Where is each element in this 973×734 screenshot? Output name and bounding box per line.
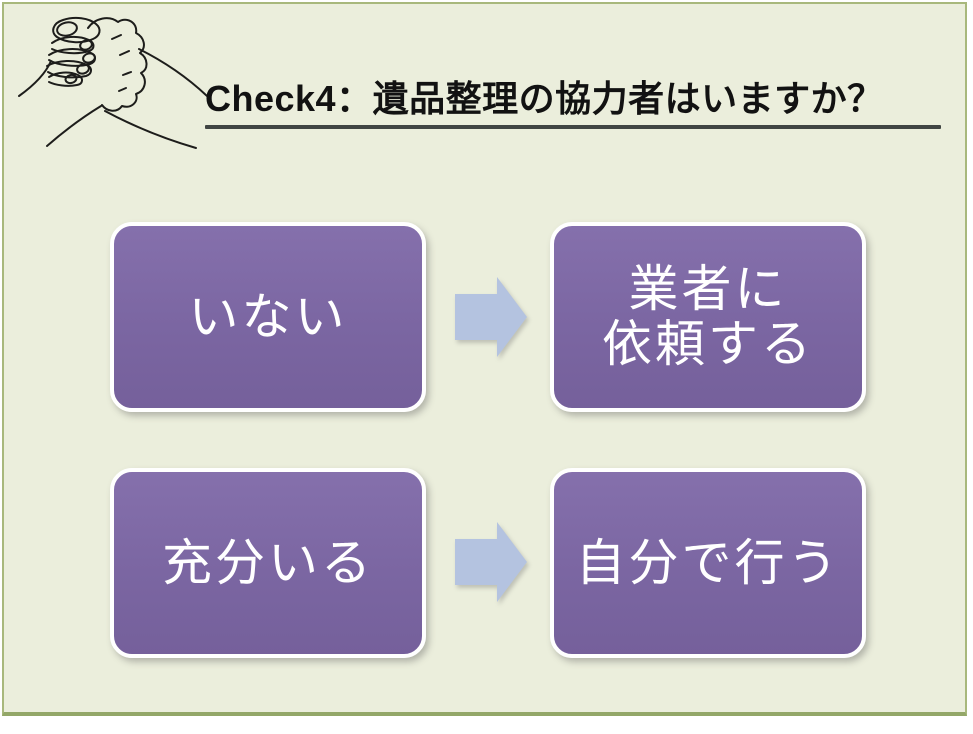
action-box-do-yourself: 自分で行う — [550, 468, 866, 658]
action-label-line1: 業者に — [628, 261, 788, 317]
condition-box-enough-helpers: 充分いる — [110, 468, 426, 658]
right-arrow-icon — [455, 277, 527, 357]
title-underline — [205, 125, 941, 129]
condition-label: 充分いる — [162, 534, 374, 591]
right-arrow-icon — [455, 522, 527, 602]
condition-box-no-helper: いない — [110, 222, 426, 412]
action-label-line2: 依頼する — [602, 316, 814, 372]
slide-title: Check4：遺品整理の協力者はいますか？ — [205, 78, 884, 119]
condition-label: いない — [188, 288, 348, 345]
clasped-hands-icon — [18, 16, 207, 149]
action-box-hire-company: 業者に 依頼する — [550, 222, 866, 412]
action-label-line1: 自分で行う — [575, 534, 841, 591]
